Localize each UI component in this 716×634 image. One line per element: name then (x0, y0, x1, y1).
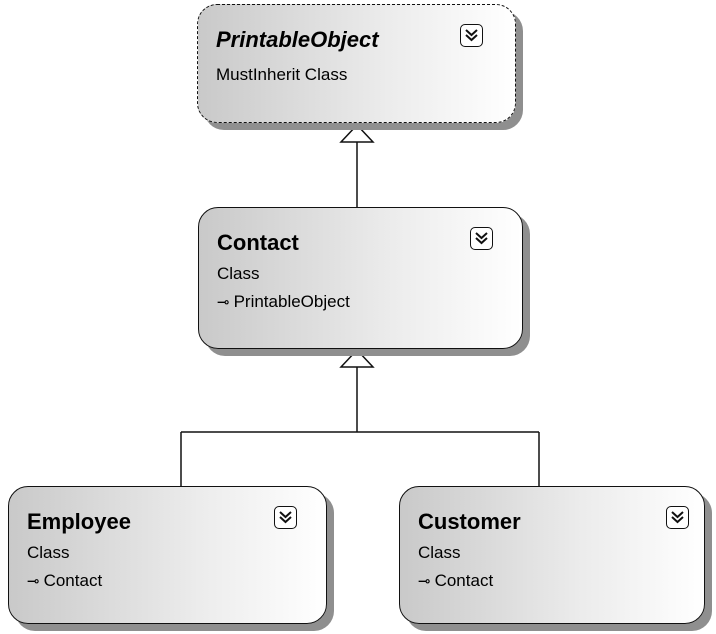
base-class-reference: ⊸Contact (27, 571, 102, 591)
class-kind: Class (217, 264, 260, 283)
inheritance-arrow-icon: ⊸ (27, 573, 40, 590)
class-name: Contact (217, 230, 299, 255)
class-box-employee[interactable]: Employee Class ⊸Contact (8, 486, 327, 624)
double-chevron-down-icon (475, 232, 488, 245)
inheritance-arrow-icon: ⊸ (217, 294, 230, 311)
base-class-name: PrintableObject (233, 292, 350, 311)
class-kind: Class (418, 543, 461, 562)
class-name: Employee (27, 509, 131, 534)
collapse-toggle-button[interactable] (470, 227, 493, 250)
generalization-arrowhead (339, 348, 375, 368)
class-kind: MustInherit Class (216, 65, 348, 84)
inheritance-arrow-icon: ⊸ (418, 573, 431, 590)
class-box-customer[interactable]: Customer Class ⊸Contact (399, 486, 705, 624)
double-chevron-down-icon (279, 511, 292, 524)
double-chevron-down-icon (465, 29, 478, 42)
class-name: Customer (418, 509, 521, 534)
class-kind: Class (27, 543, 70, 562)
base-class-name: Contact (43, 571, 103, 590)
base-class-name: Contact (434, 571, 494, 590)
collapse-toggle-button[interactable] (666, 506, 689, 529)
class-box-contact[interactable]: Contact Class ⊸PrintableObject (198, 207, 523, 349)
class-name: PrintableObject (216, 27, 379, 52)
generalization-arrowhead (339, 123, 375, 143)
collapse-toggle-button[interactable] (274, 506, 297, 529)
double-chevron-down-icon (671, 511, 684, 524)
base-class-reference: ⊸PrintableObject (217, 292, 350, 312)
base-class-reference: ⊸Contact (418, 571, 493, 591)
class-box-printableobject[interactable]: PrintableObject MustInherit Class (197, 4, 516, 123)
collapse-toggle-button[interactable] (460, 24, 483, 47)
